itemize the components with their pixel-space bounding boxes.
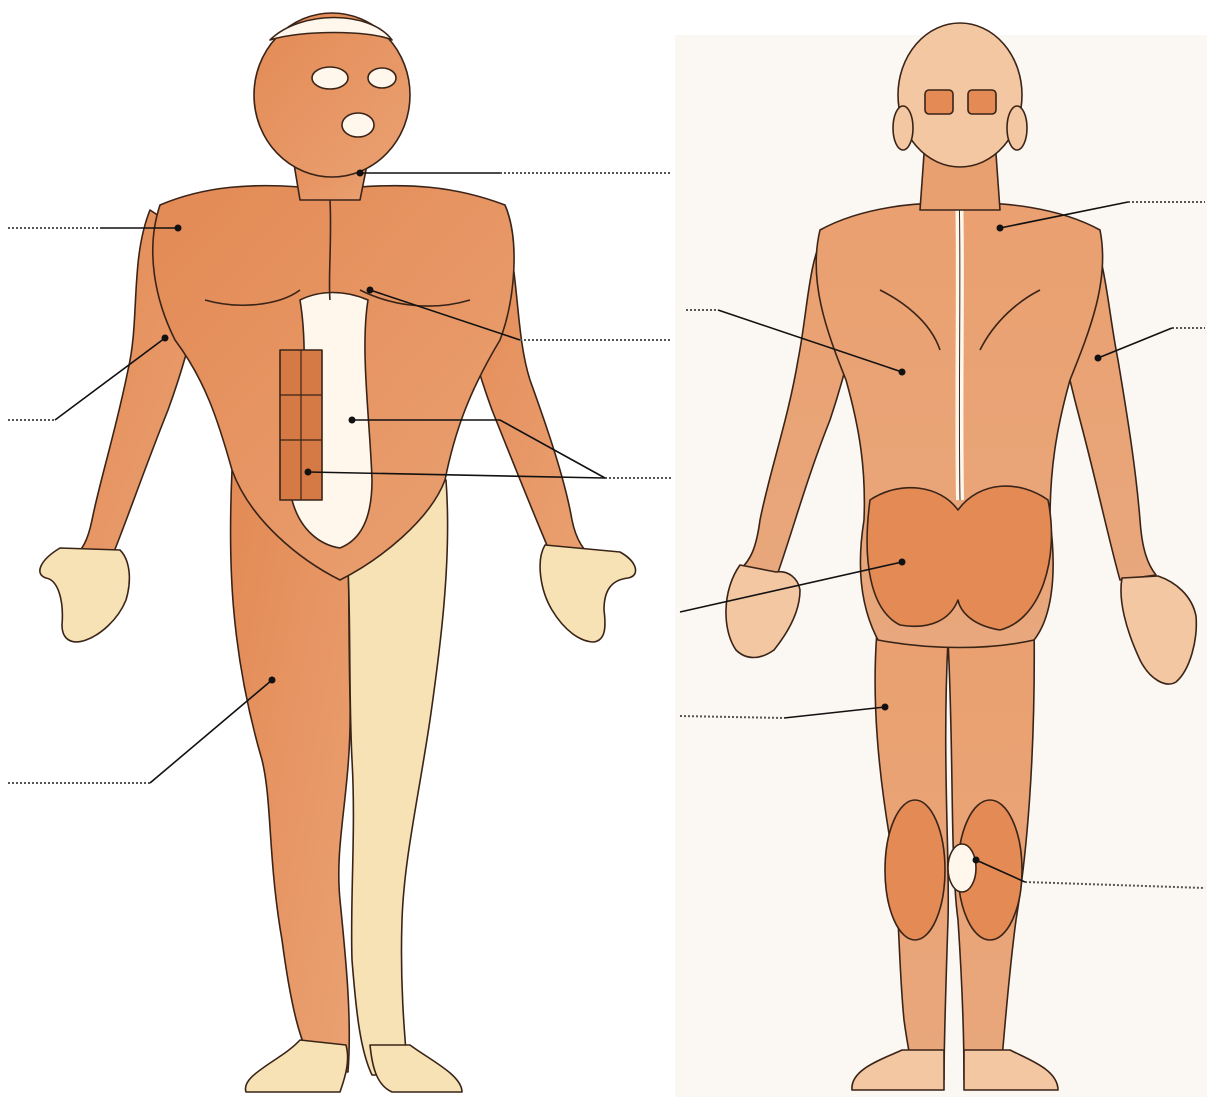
back-ear-left xyxy=(1007,106,1027,150)
leader-dot-calf xyxy=(973,857,980,864)
front-view-figure xyxy=(40,13,636,1092)
leader-dot-hamstrings xyxy=(882,704,889,711)
back-ear-right xyxy=(893,106,913,150)
leader-dot-abdomen-upper xyxy=(349,417,356,424)
front-left-hand xyxy=(540,545,635,642)
leader-dot-deltoid xyxy=(175,225,182,232)
front-right-foot xyxy=(245,1040,347,1092)
leader-dot-trapezius xyxy=(997,225,1004,232)
back-knee-gap xyxy=(948,844,976,892)
leader-dot-triceps xyxy=(1095,355,1102,362)
front-mouth xyxy=(342,113,374,137)
leader-dot-thigh xyxy=(269,677,276,684)
front-right-hand xyxy=(40,548,130,642)
leader-dot-chest xyxy=(367,287,374,294)
back-head-patch-left xyxy=(968,90,996,114)
leader-dot-neck xyxy=(357,170,364,177)
back-head-patch-right xyxy=(925,90,953,114)
front-eye-left xyxy=(368,68,396,88)
front-eye-right xyxy=(312,67,348,89)
front-left-foot xyxy=(370,1045,462,1092)
leader-dot-biceps xyxy=(162,335,169,342)
leader-dot-gluteus xyxy=(899,559,906,566)
back-head xyxy=(898,23,1022,167)
leader-dot-abdomen-lower xyxy=(305,469,312,476)
back-calf-right xyxy=(885,800,945,940)
leader-dot-latissimus xyxy=(899,369,906,376)
